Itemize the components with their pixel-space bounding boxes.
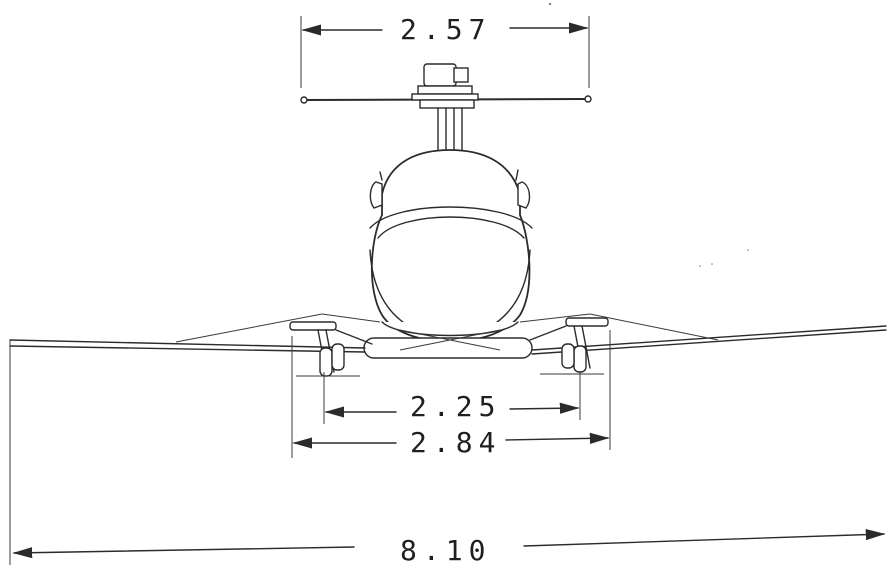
dimension-label-rotor-width: 2.57 bbox=[400, 13, 491, 46]
rotor-assembly bbox=[300, 63, 592, 157]
dimension-rotor-width: 2.57 bbox=[300, 13, 590, 88]
landing-gear-right bbox=[529, 317, 609, 373]
fuselage bbox=[363, 149, 533, 359]
dimension-outer-skid-width: 2.84 bbox=[291, 330, 611, 459]
dimension-boom-span: 8.10 bbox=[12, 529, 886, 565]
landing-gear-left bbox=[289, 321, 373, 377]
spray-boom bbox=[9, 313, 887, 565]
dimension-label-outer-skid-width: 2.84 bbox=[410, 426, 501, 459]
dimension-label-boom-span: 8.10 bbox=[400, 534, 491, 565]
dimension-inner-skid-width: 2.25 bbox=[296, 372, 604, 424]
dimension-label-inner-skid-width: 2.25 bbox=[410, 390, 501, 423]
scan-specks bbox=[549, 3, 749, 267]
